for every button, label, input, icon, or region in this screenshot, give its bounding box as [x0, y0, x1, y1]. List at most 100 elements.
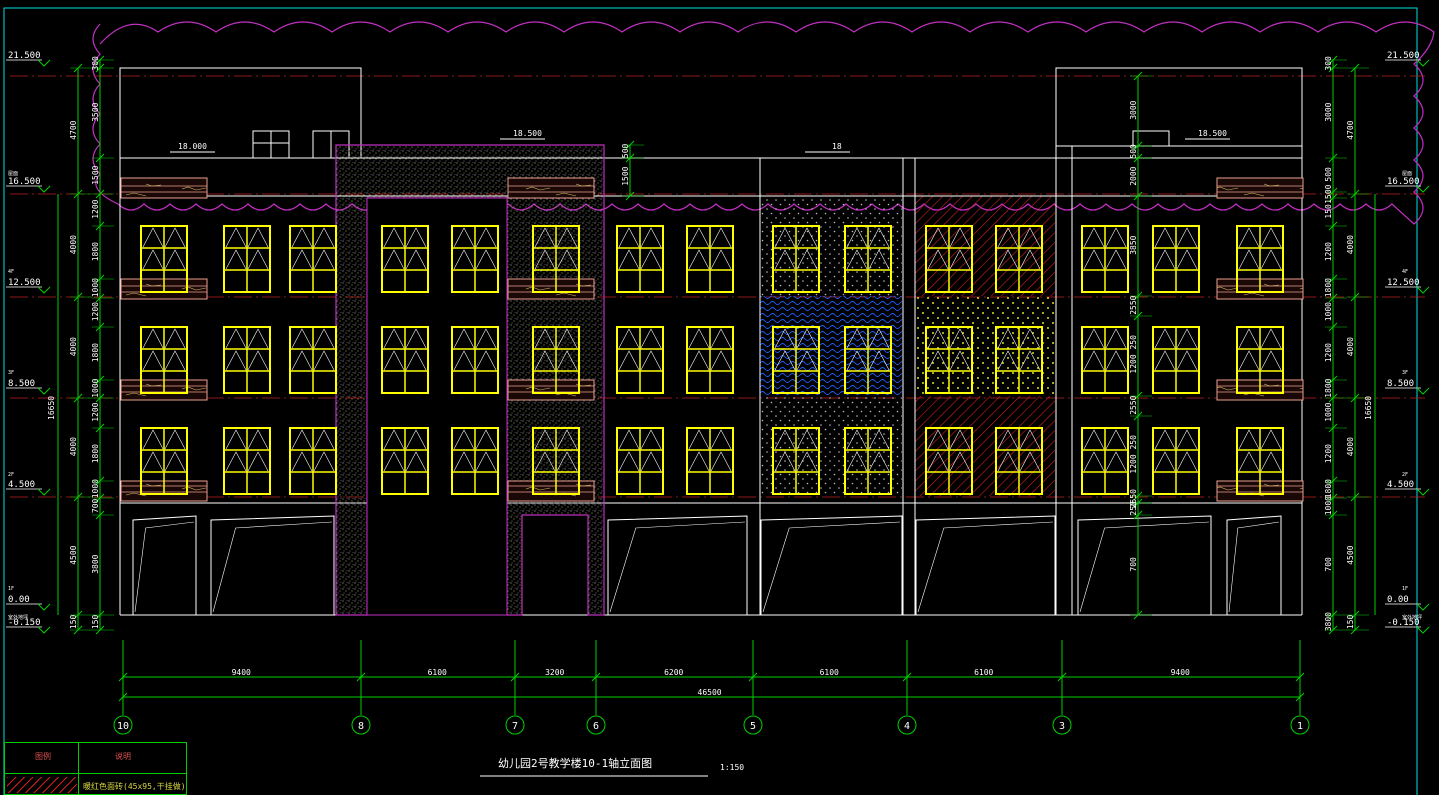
legend-swatch-red-tile — [7, 777, 77, 793]
right-inner-label-6: 1800 — [1324, 278, 1333, 297]
right-inner-label-15: 3800 — [1324, 612, 1333, 631]
axis-total-tick-start — [118, 692, 128, 702]
window-1-9 — [844, 326, 892, 394]
window-0-11 — [995, 225, 1043, 293]
right-outer-label-3: 4000 — [1346, 437, 1355, 456]
level-left-label-3: 8.500 — [8, 379, 35, 389]
axis-tick-1 — [356, 672, 366, 682]
opening-swing-6 — [1228, 521, 1280, 613]
axis-label-7: 1 — [1297, 721, 1303, 732]
roof-level-2: 18.500 — [513, 129, 542, 138]
axis-label-3: 6 — [593, 721, 599, 732]
window-0-4 — [451, 225, 499, 293]
floor-tag-right-2: 3F — [1402, 370, 1408, 376]
left-inner-label-9: 1200 — [91, 402, 100, 421]
level-left-label-4: 4.500 — [8, 480, 35, 490]
opening-swing-4 — [917, 521, 1054, 613]
window-1-7 — [686, 326, 734, 394]
left-outer-label-2: 4000 — [69, 337, 78, 356]
axis-label-1: 8 — [358, 721, 364, 732]
window-2-12 — [1081, 427, 1129, 495]
axis-tick-4 — [748, 672, 758, 682]
floor-lines — [10, 75, 1425, 498]
drawing-scale: 1:150 — [720, 763, 744, 772]
mid-label-1: 1500 — [621, 166, 630, 185]
left-inner-label-1: 3500 — [91, 102, 100, 121]
opening-1 — [210, 515, 335, 615]
hatch-waves — [760, 296, 902, 396]
axis-bubble-4 — [743, 715, 763, 735]
axis-label-0: 10 — [117, 721, 129, 732]
window-1-13 — [1152, 326, 1200, 394]
level-left-0: 21.500 — [6, 51, 51, 67]
floor-tag-left-2: 3F — [8, 370, 14, 376]
roof-level-1: 18.000 — [178, 142, 207, 151]
window-2-7 — [686, 427, 734, 495]
window-2-14 — [1236, 427, 1284, 495]
window-0-12 — [1081, 225, 1129, 293]
window-1-12 — [1081, 326, 1129, 394]
center-label-10: 700 — [1129, 557, 1138, 572]
window-0-7 — [686, 225, 734, 293]
window-2-9 — [844, 427, 892, 495]
vertical-dimensions: 4700400040004000450015030035001500120018… — [47, 55, 1376, 635]
right-outer-label-5: 150 — [1346, 614, 1355, 629]
floor-tag-left-3: 2F — [8, 472, 14, 478]
right-inner-label-13: 1000 — [1324, 496, 1333, 515]
level-right-label-1: 16.500 — [1387, 177, 1420, 187]
right-inner-label-2: 500 — [1324, 167, 1333, 182]
left-inner-label-3: 1200 — [91, 199, 100, 218]
window-2-3 — [381, 427, 429, 495]
center-label-1: 500 — [1129, 144, 1138, 159]
right-inner-label-4: 150 — [1324, 204, 1333, 219]
opening-swing-3 — [762, 521, 901, 613]
ground-openings — [132, 515, 1282, 615]
opening-0 — [132, 515, 197, 615]
left-inner-label-4: 1800 — [91, 242, 100, 261]
roof-levels: 18.000 18.500 18 18.500 — [170, 129, 1230, 153]
left-inner-label-12: 700 — [91, 498, 100, 513]
window-2-5 — [532, 427, 580, 495]
axis-dim-label-0: 9400 — [232, 668, 251, 677]
window-0-2 — [289, 225, 337, 293]
window-1-10 — [925, 326, 973, 394]
axis-tick-5 — [902, 672, 912, 682]
right-outer-label-4: 4500 — [1346, 545, 1355, 564]
level-right-label-2: 12.500 — [1387, 278, 1420, 288]
building-outline — [119, 67, 1303, 616]
right-inner-label-10: 1000 — [1324, 402, 1333, 421]
window-2-8 — [772, 427, 820, 495]
window-0-9 — [844, 225, 892, 293]
axis-label-4: 5 — [750, 721, 756, 732]
axis-dim-label-3: 6200 — [664, 668, 683, 677]
level-right-1: 16.500 — [1385, 177, 1430, 193]
left-inner-label-14: 150 — [91, 614, 100, 629]
window-2-4 — [451, 427, 499, 495]
level-right-3: 8.500 — [1385, 379, 1430, 395]
right-outer-label-1: 4000 — [1346, 235, 1355, 254]
facing-band-0-2 — [1216, 177, 1304, 199]
axis-total-tick-end — [1295, 692, 1305, 702]
left-inner-label-10: 1800 — [91, 444, 100, 463]
right-inner-label-3: 1500 — [1324, 184, 1333, 203]
window-2-2 — [289, 427, 337, 495]
center-label-8: 2550 — [1129, 489, 1138, 508]
floor-tag-right-5: 室外地坪 — [1402, 614, 1422, 621]
floor-tag-right-0: 屋面 — [1402, 171, 1412, 177]
window-0-13 — [1152, 225, 1200, 293]
opening-6 — [1226, 515, 1282, 615]
window-2-1 — [223, 427, 271, 495]
window-2-6 — [616, 427, 664, 495]
axis-bubble-6 — [1052, 715, 1072, 735]
window-0-10 — [925, 225, 973, 293]
facing-band-2-1 — [507, 379, 595, 401]
center-label-2: 2000 — [1129, 166, 1138, 185]
axis-dim-label-2: 3200 — [545, 668, 564, 677]
opening-4 — [915, 515, 1056, 615]
window-2-10 — [925, 427, 973, 495]
drawing-title: 幼儿园2号教学楼10-1轴立面图 — [498, 756, 652, 770]
left-inner-label-6: 1200 — [91, 302, 100, 321]
window-1-3 — [381, 326, 429, 394]
